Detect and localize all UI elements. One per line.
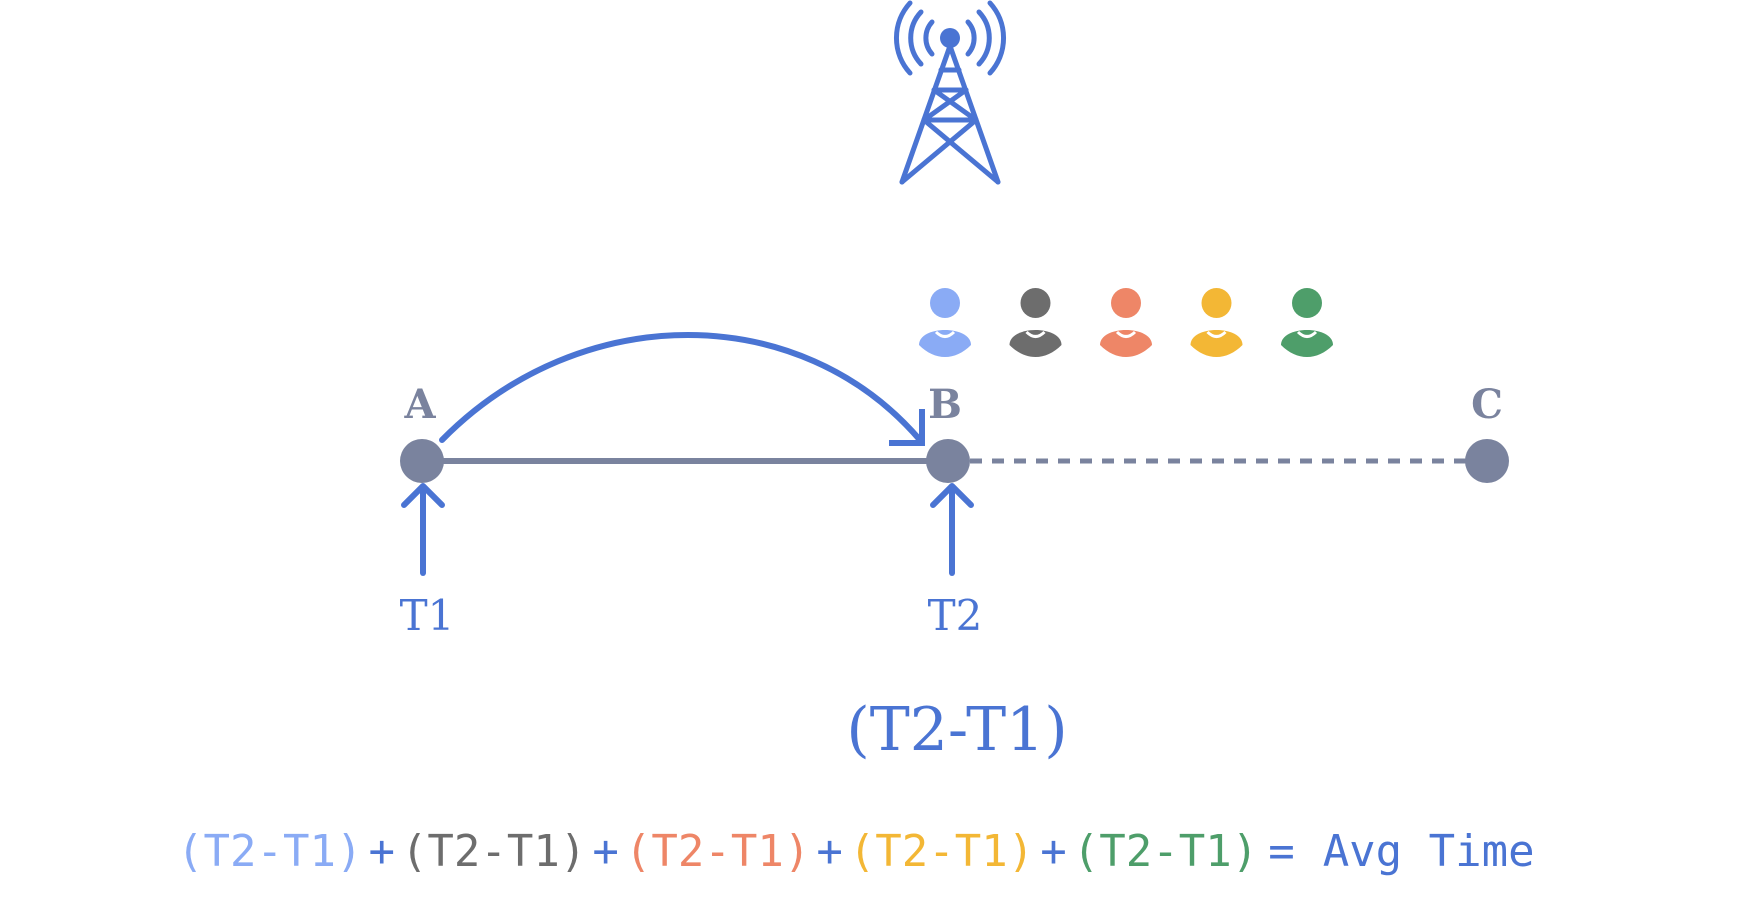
result-avg-time: Avg Time bbox=[1323, 826, 1535, 877]
equation-term-3: (T2-T1) bbox=[625, 826, 810, 877]
equation-term-1: (T2-T1) bbox=[177, 826, 362, 877]
user-yellow-icon bbox=[1190, 288, 1243, 357]
t2-arrow bbox=[930, 483, 974, 576]
cell-tower-icon bbox=[894, 0, 1006, 185]
center-equation: (T2-T1) bbox=[846, 695, 1067, 765]
node-c bbox=[1465, 439, 1509, 483]
t2-label: T2 bbox=[928, 591, 983, 640]
plus-operator: + bbox=[1040, 826, 1067, 877]
arc-arrow-head bbox=[889, 409, 925, 446]
t1-label: T1 bbox=[400, 591, 455, 640]
user-gray-icon bbox=[1009, 288, 1062, 357]
bottom-equation: (T2-T1)+(T2-T1)+(T2-T1)+(T2-T1)+(T2-T1)=… bbox=[177, 826, 1535, 877]
plus-operator: + bbox=[592, 826, 619, 877]
t1-arrow bbox=[401, 483, 445, 576]
equation-term-5: (T2-T1) bbox=[1073, 826, 1258, 877]
node-b bbox=[926, 439, 970, 483]
equals-operator: = bbox=[1268, 826, 1295, 877]
plus-operator: + bbox=[368, 826, 395, 877]
plus-operator: + bbox=[816, 826, 843, 877]
node-a bbox=[400, 439, 444, 483]
arc-arrow-a-to-b bbox=[439, 332, 923, 443]
user-blue-icon bbox=[919, 288, 971, 357]
equation-term-4: (T2-T1) bbox=[849, 826, 1034, 877]
node-a-label: A bbox=[403, 381, 436, 428]
user-orange-icon bbox=[1100, 288, 1152, 357]
node-c-label: C bbox=[1471, 381, 1503, 428]
node-b-label: B bbox=[928, 381, 962, 428]
user-green-icon bbox=[1281, 288, 1333, 357]
users-row bbox=[919, 288, 1333, 357]
equation-term-2: (T2-T1) bbox=[401, 826, 586, 877]
